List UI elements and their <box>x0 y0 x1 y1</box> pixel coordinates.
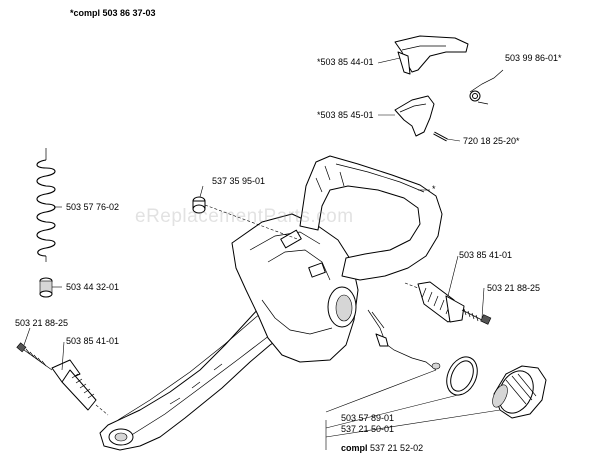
spring-clip <box>469 69 504 105</box>
pin <box>433 131 448 142</box>
part-label-6: * <box>432 184 436 194</box>
part-label-10: 503 21 88-25 <box>487 283 541 293</box>
part-label-2: 503 99 86-01* <box>505 53 562 63</box>
part-label-4: 720 18 25-20* <box>463 136 520 146</box>
header-compl-label: *compl 503 86 37-03 <box>70 8 156 18</box>
footer-compl-number: 537 21 52-02 <box>370 443 424 453</box>
footer-compl-word: compl <box>341 443 368 453</box>
bushing <box>192 196 206 214</box>
part-label-7: 503 57 76-02 <box>66 202 120 212</box>
tank-cap <box>492 365 547 419</box>
part-label-11: 503 21 88-25 <box>15 318 69 328</box>
fuel-pickup-hose <box>367 309 441 371</box>
tail-slots <box>169 363 223 405</box>
small-damper <box>39 277 53 298</box>
rear-handle-housing <box>99 155 443 451</box>
throttle-lockout <box>394 95 435 137</box>
part-label-13: 503 57 89-01 <box>341 413 395 423</box>
footer-compl-label: compl 537 21 52-02 <box>341 443 423 454</box>
right-av-damper <box>404 281 465 323</box>
part-label-5: 537 35 95-01 <box>212 176 266 186</box>
part-label-12: 503 85 41-01 <box>66 336 120 346</box>
throttle-trigger <box>394 35 469 75</box>
part-label-8: 503 44 32-01 <box>66 282 120 292</box>
part-label-1: *503 85 44-01 <box>317 57 374 67</box>
coil-spring <box>36 148 56 262</box>
right-screw <box>461 308 492 325</box>
watermark: eReplacementParts.com <box>135 206 354 227</box>
left-screw <box>16 342 53 371</box>
part-label-9: 503 85 41-01 <box>459 250 513 260</box>
alignment-line-bushing <box>204 204 301 241</box>
o-ring <box>446 356 478 396</box>
left-av-damper <box>51 359 109 416</box>
part-label-3: *503 85 45-01 <box>317 110 374 120</box>
part-label-14: 537 21 50-01 <box>341 424 395 434</box>
leader-lines <box>23 57 501 450</box>
